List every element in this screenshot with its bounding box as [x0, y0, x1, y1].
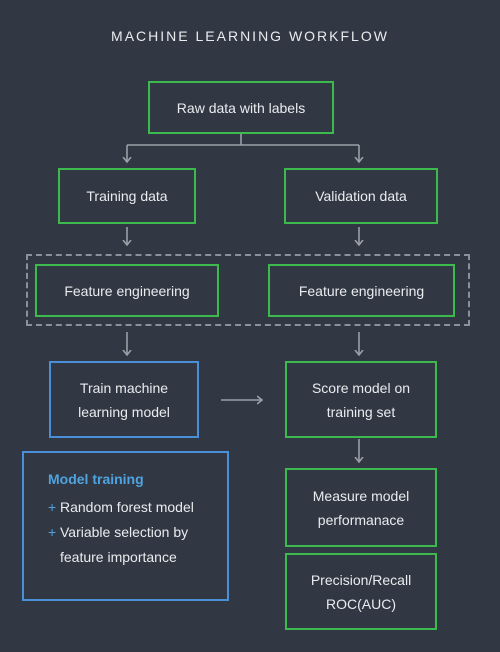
node-validation-data: Validation data — [284, 168, 438, 224]
node-precision-line2: ROC(AUC) — [326, 595, 396, 612]
node-raw-data-label: Raw data with labels — [176, 99, 306, 116]
node-measure-performance: Measure model performanace — [285, 468, 437, 547]
node-feature-engineering-right: Feature engineering — [268, 264, 455, 317]
plus-icon: + — [48, 524, 57, 540]
node-feature-engineering-left-label: Feature engineering — [64, 282, 190, 299]
node-train-model: Train machine learning model — [49, 361, 199, 438]
model-training-item-continuation: feature importance — [48, 545, 227, 570]
model-training-title: Model training — [48, 471, 144, 487]
node-precision-recall: Precision/Recall ROC(AUC) — [285, 553, 437, 630]
model-training-item: + Random forest model — [48, 495, 227, 520]
node-feature-engineering-left: Feature engineering — [35, 264, 219, 317]
node-validation-data-label: Validation data — [315, 188, 407, 204]
node-feature-engineering-right-label: Feature engineering — [298, 282, 425, 299]
plus-icon: + — [48, 499, 57, 515]
model-training-panel: Model training + Random forest model + V… — [22, 451, 229, 601]
model-training-item-label: Variable selection by — [60, 524, 189, 540]
node-raw-data: Raw data with labels — [148, 81, 334, 134]
node-measure-line2: performanace — [317, 511, 405, 528]
feature-engineering-group — [26, 254, 470, 326]
node-score-model-line1: Score model on — [311, 379, 411, 396]
model-training-item-label: feature importance — [60, 549, 177, 565]
node-measure-line1: Measure model — [312, 487, 410, 504]
node-training-data-label: Training data — [86, 188, 168, 204]
node-precision-line1: Precision/Recall — [310, 571, 412, 588]
model-training-item: + Variable selection by — [48, 520, 227, 545]
node-train-model-line1: Train machine — [79, 379, 169, 396]
diagram-title: MACHINE LEARNING WORKFLOW — [111, 28, 389, 44]
node-train-model-line2: learning model — [78, 403, 170, 420]
node-score-model-line2: training set — [326, 403, 396, 420]
node-score-model: Score model on training set — [285, 361, 437, 438]
node-training-data: Training data — [58, 168, 196, 224]
model-training-item-label: Random forest model — [60, 499, 194, 515]
